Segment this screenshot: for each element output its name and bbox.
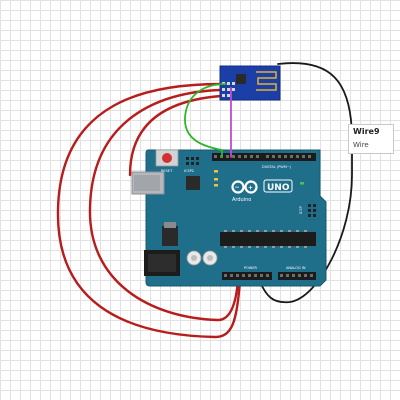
- digital-header-pins: [214, 155, 311, 158]
- black-wire-path[interactable]: [259, 62, 353, 304]
- uno-badge: [263, 179, 293, 193]
- red-wire-inner[interactable]: [128, 94, 223, 177]
- svg-text:−: −: [235, 184, 240, 191]
- analog-header[interactable]: [278, 272, 316, 280]
- digital-label: DIGITAL (PWM~): [262, 165, 292, 169]
- tooltip-subtitle: Wire: [353, 141, 369, 149]
- red-wire-outer[interactable]: [56, 82, 242, 339]
- reset-button-cap[interactable]: [162, 153, 172, 163]
- tooltip-title: Wire9: [353, 127, 380, 136]
- icsp-header: [308, 204, 316, 217]
- esp8266-module: [219, 65, 281, 101]
- analog-header-pins: [280, 274, 313, 277]
- icsp2-header: [186, 157, 199, 165]
- svg-text:+: +: [248, 185, 253, 192]
- red-wires: [56, 82, 242, 339]
- icsp2-label: ICSP2: [184, 169, 194, 173]
- icsp-label: ICSP: [299, 206, 303, 214]
- power-label: POWER: [244, 266, 258, 270]
- digital-header[interactable]: [212, 153, 316, 161]
- power-header[interactable]: [222, 272, 272, 280]
- power-header-pins: [224, 274, 269, 277]
- module-antenna: [256, 71, 277, 91]
- led-l: [214, 170, 218, 173]
- led-rx: [214, 184, 218, 187]
- reset-label: RESET: [161, 169, 173, 173]
- arduino-brand: Arduino: [232, 197, 251, 203]
- analog-label: ANALOG IN: [286, 266, 306, 270]
- led-tx: [214, 178, 218, 181]
- atmega-chip: [220, 232, 316, 246]
- arduino-logo: [231, 180, 258, 194]
- red-wire-middle[interactable]: [88, 88, 240, 322]
- green-wire-path[interactable]: [184, 83, 227, 158]
- usb-chip: [186, 176, 200, 190]
- module-chip: [236, 74, 246, 84]
- wire-tooltip: Wire9 Wire: [348, 124, 394, 154]
- led-on: [300, 182, 304, 185]
- black-wire: [259, 62, 353, 304]
- green-wire: [184, 83, 227, 158]
- arduino-uno-board: RESET ICSP2 DIGITAL (PWM~): [131, 149, 327, 287]
- voltage-regulator: [162, 226, 178, 246]
- uno-label: UNO: [267, 183, 290, 193]
